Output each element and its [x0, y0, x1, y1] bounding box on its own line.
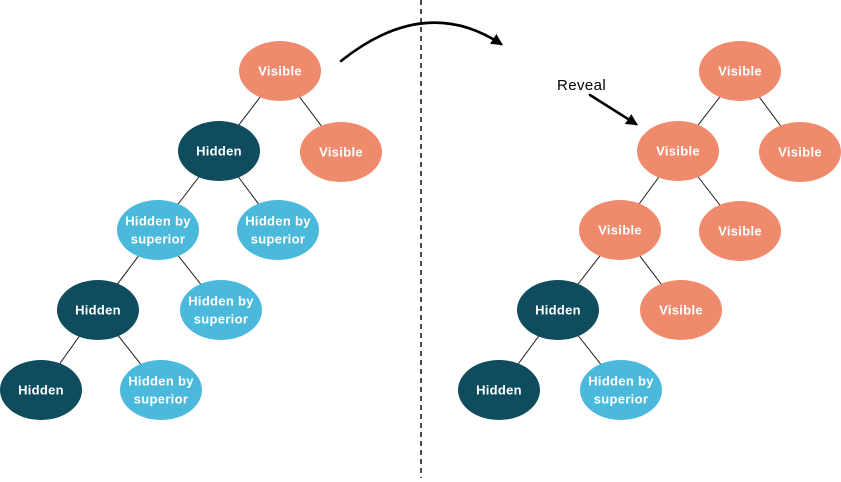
node-ellipse — [117, 200, 199, 260]
node-label: Hidden — [18, 383, 64, 398]
node-ellipse — [178, 121, 260, 181]
node-label: Visible — [778, 145, 822, 160]
tree-node-hidden: Hidden — [178, 121, 260, 181]
node-ellipse — [180, 280, 262, 340]
node-label: Hidden — [535, 303, 581, 318]
node-label: Hidden — [476, 383, 522, 398]
node-ellipse — [239, 41, 321, 101]
node-ellipse — [57, 280, 139, 340]
node-label: Visible — [656, 144, 700, 159]
node-ellipse — [580, 360, 662, 420]
tree-node-visible: Visible — [579, 200, 661, 260]
tree-node-visible: Visible — [300, 122, 382, 182]
node-ellipse — [579, 200, 661, 260]
node-ellipse — [637, 121, 719, 181]
tree-node-visible: Visible — [759, 122, 841, 182]
node-ellipse — [458, 360, 540, 420]
reveal-arrow-icon — [588, 93, 638, 126]
node-label: Hidden — [75, 303, 121, 318]
annotations: Reveal — [339, 0, 638, 478]
tree-node-hidden: Hidden — [517, 280, 599, 340]
node-label: Visible — [258, 64, 302, 79]
node-ellipse — [759, 122, 841, 182]
node-ellipse — [120, 360, 202, 420]
node-ellipse — [640, 280, 722, 340]
node-label: Visible — [718, 64, 762, 79]
tree-node-hidden: Hidden — [57, 280, 139, 340]
node-label: Visible — [659, 303, 703, 318]
reveal-label: Reveal — [557, 77, 606, 94]
node-ellipse — [237, 200, 319, 260]
node-ellipse — [699, 201, 781, 261]
node-label: Visible — [718, 224, 762, 239]
tree-node-visible: Visible — [699, 201, 781, 261]
tree-node-visible: Visible — [637, 121, 719, 181]
tree-node-hidden: Hidden — [0, 360, 82, 420]
tree-node-hidden: Hidden — [458, 360, 540, 420]
node-label: Visible — [319, 145, 363, 160]
transform-curved-arrow-icon — [339, 21, 503, 63]
tree-node-visible: Visible — [699, 41, 781, 101]
node-label: Visible — [598, 223, 642, 238]
node-ellipse — [300, 122, 382, 182]
node-label: Hidden — [196, 144, 242, 159]
tree-node-visible: Visible — [239, 41, 321, 101]
tree-node-visible: Visible — [640, 280, 722, 340]
node-ellipse — [517, 280, 599, 340]
node-ellipse — [0, 360, 82, 420]
node-ellipse — [699, 41, 781, 101]
